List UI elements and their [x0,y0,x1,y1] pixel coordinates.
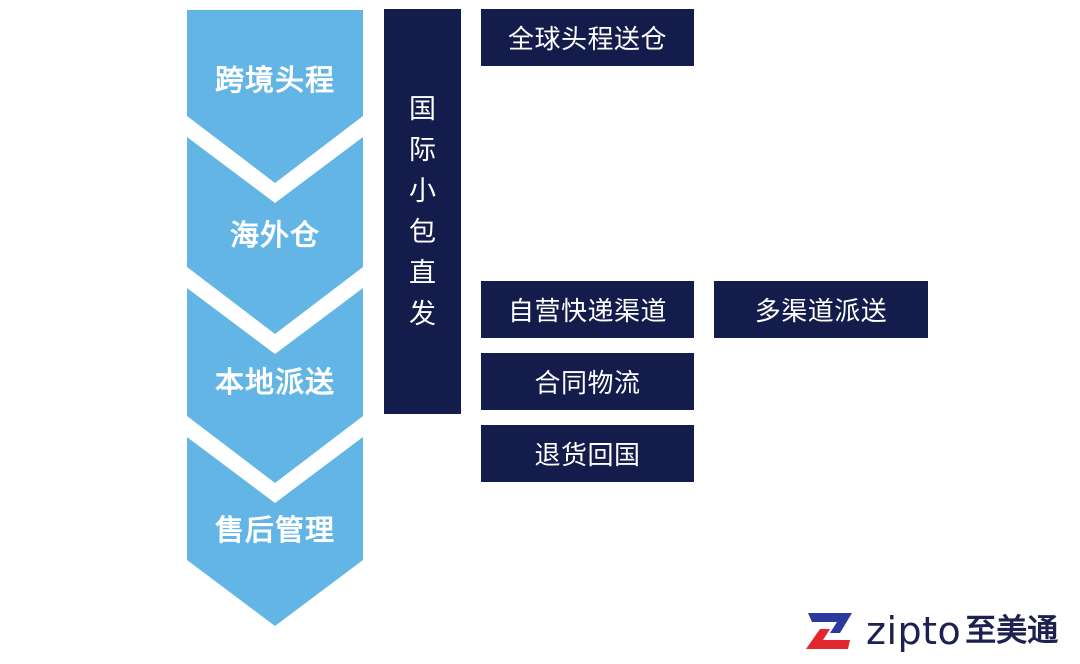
vbar-char: 际 [409,134,436,166]
vbar-char: 包 [409,216,436,248]
box-multi-channel: 多渠道派送 [714,281,928,338]
vbar-char: 直 [409,257,436,289]
zipto-logo: zipto 至美通 [806,610,1058,652]
vbar-char: 发 [409,298,436,330]
step-label-after-sales: 售后管理 [214,513,335,547]
chevron-step-1 [187,10,363,183]
vbar-char: 小 [409,175,436,207]
step-label-headhaul: 跨境头程 [214,63,335,97]
chevron-step-2 [187,137,363,334]
step-label-overseas-warehouse: 海外仓 [229,218,320,252]
step-label-local-delivery: 本地派送 [214,365,335,399]
box-returns: 退货回国 [481,425,694,482]
z-logo-icon [806,613,852,649]
international-parcel-direct-bar: 国 际 小 包 直 发 [384,9,461,414]
logo-chinese-name: 至美通 [965,613,1059,649]
box-self-express: 自营快递渠道 [481,281,694,338]
chevron-step-4 [187,437,363,626]
box-contract-logistics: 合同物流 [481,353,694,410]
vbar-char: 国 [409,93,436,125]
logo-wordmark: zipto [866,609,962,653]
chevron-step-3 [187,288,363,483]
box-global-headhaul: 全球头程送仓 [481,9,694,66]
